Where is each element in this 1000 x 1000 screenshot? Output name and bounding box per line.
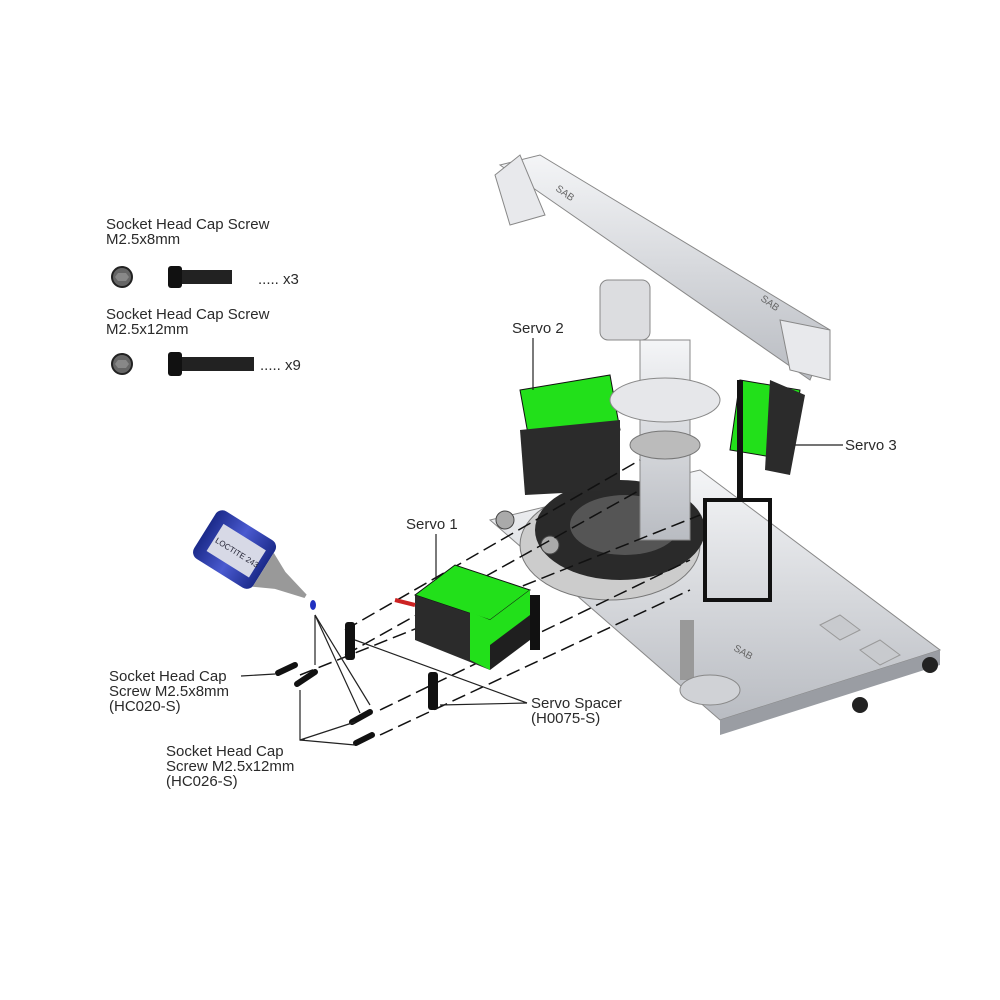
screws <box>275 662 375 746</box>
servo-1-label: Servo 1 <box>406 516 458 533</box>
rotor-head: SAB SAB <box>494 154 831 541</box>
leader-lines <box>240 338 843 746</box>
servo-spacers <box>345 622 438 710</box>
servo-2-label: Servo 2 <box>512 320 564 337</box>
spacer-callout-line1: Servo Spacer <box>531 695 622 712</box>
legend-item-2-title: Socket Head Cap Screw <box>106 306 270 323</box>
legend-item-1-title: Socket Head Cap Screw <box>106 216 270 233</box>
servo-3 <box>703 379 805 602</box>
legend-item-1-quantity: ..... x3 <box>258 271 299 288</box>
screw-8mm-callout-line3: (HC020-S) <box>109 698 181 715</box>
servo-3-label: Servo 3 <box>845 437 897 454</box>
servo-2 <box>519 374 621 495</box>
servo-1 <box>394 564 540 670</box>
legend-item-2-quantity: ..... x9 <box>260 357 301 374</box>
screw-12mm-callout-line1: Socket Head Cap <box>166 743 284 760</box>
legend-screw-12mm-icon <box>111 352 254 376</box>
frame-posts <box>495 510 741 706</box>
legend-screw-8mm-icon <box>111 266 232 288</box>
spacer-callout-line2: (H0075-S) <box>531 710 601 727</box>
screw-12mm-callout-line3: (HC026-S) <box>166 773 238 790</box>
screw-12mm-callout-line2: Screw M2.5x12mm <box>166 758 295 775</box>
legend-item-1-size: M2.5x8mm <box>106 231 181 248</box>
loctite-bottle: LOCTITE 243 <box>193 510 316 610</box>
legend-item-2-size: M2.5x12mm <box>106 321 189 338</box>
screw-8mm-callout-line2: Screw M2.5x8mm <box>109 683 230 700</box>
screw-8mm-callout-line1: Socket Head Cap <box>109 668 227 685</box>
